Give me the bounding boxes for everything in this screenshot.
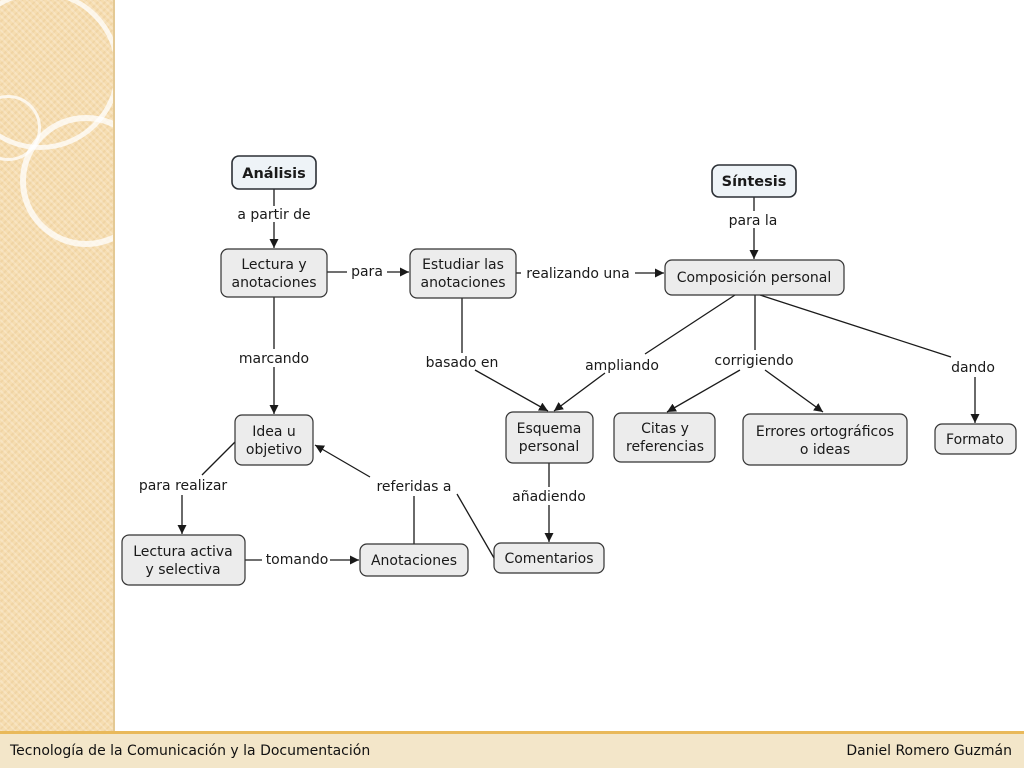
node-estudiar-anotaciones: Estudiar las anotaciones [409,248,517,299]
connector [644,294,736,355]
link-label-realizando-una: realizando una [526,266,629,282]
node-citas-referencias: Citas y referencias [613,412,716,463]
node-errores-ortograficos: Errores ortográficos o ideas [742,413,908,466]
node-label-line: anotaciones [420,275,505,291]
connectors [177,189,980,565]
link-label-a-partir-de: a partir de [237,207,310,223]
sidebar-edge [113,0,115,731]
node-label-line: Lectura y [241,257,306,273]
node-label-line: objetivo [246,442,302,458]
node-label: Composición personal [677,270,832,286]
node-label: Síntesis [722,174,787,190]
node-idea-objetivo: Idea u objetivo [234,414,314,466]
node-lectura-activa: Lectura activa y selectiva [121,534,246,586]
link-label-tomando: tomando [266,552,329,568]
connector [456,493,495,559]
node-label-line: Lectura activa [133,544,233,560]
node-comentarios: Comentarios [493,542,605,574]
node-label-line: referencias [626,439,704,455]
decorative-sidebar [0,0,113,731]
link-label-dando: dando [951,360,995,376]
footer-bar: Tecnología de la Comunicación y la Docum… [0,731,1024,768]
connector [314,444,371,478]
link-label-para: para [351,264,383,280]
node-label-line: Estudiar las [422,257,504,273]
connector [474,369,549,412]
link-label-corrigiendo: corrigiendo [714,353,793,369]
connector [553,372,606,412]
node-esquema-personal: Esquema personal [505,411,594,464]
node-lectura-anotaciones: Lectura y anotaciones [220,248,328,298]
link-label-ampliando: ampliando [585,358,659,374]
link-label-para-realizar: para realizar [139,478,228,494]
link-label-marcando: marcando [239,351,309,367]
node-label-line: Idea u [252,424,296,440]
connector [666,369,741,413]
link-label-para-la: para la [729,213,778,229]
concept-map: a partir de para realizando una para la … [121,155,1017,586]
node-label-line: Citas y [641,421,689,437]
node-sintesis: Síntesis [711,164,797,198]
link-label-basado-en: basado en [426,355,499,371]
decorative-ring [20,115,113,247]
node-label: Formato [946,432,1004,448]
link-labels: a partir de para realizando una para la … [139,207,995,568]
node-formato: Formato [934,423,1017,455]
connector [759,294,952,358]
node-label-line: o ideas [800,442,850,458]
node-anotaciones: Anotaciones [359,543,469,577]
node-composicion-personal: Composición personal [664,259,845,296]
footer-course-title: Tecnología de la Comunicación y la Docum… [10,743,371,759]
node-label-line: y selectiva [145,562,220,578]
node-label: Comentarios [504,551,593,567]
connector [201,440,237,476]
node-label-line: Errores ortográficos [756,424,894,440]
connector [764,369,824,413]
node-label-line: anotaciones [231,275,316,291]
link-label-anadiendo: añadiendo [512,489,586,505]
node-analisis: Análisis [231,155,317,190]
node-label: Anotaciones [371,553,457,569]
node-label: Análisis [242,166,306,182]
node-label-line: personal [519,439,579,455]
node-label-line: Esquema [517,421,582,437]
link-label-referidas-a: referidas a [376,479,451,495]
footer-author: Daniel Romero Guzmán [846,743,1012,759]
